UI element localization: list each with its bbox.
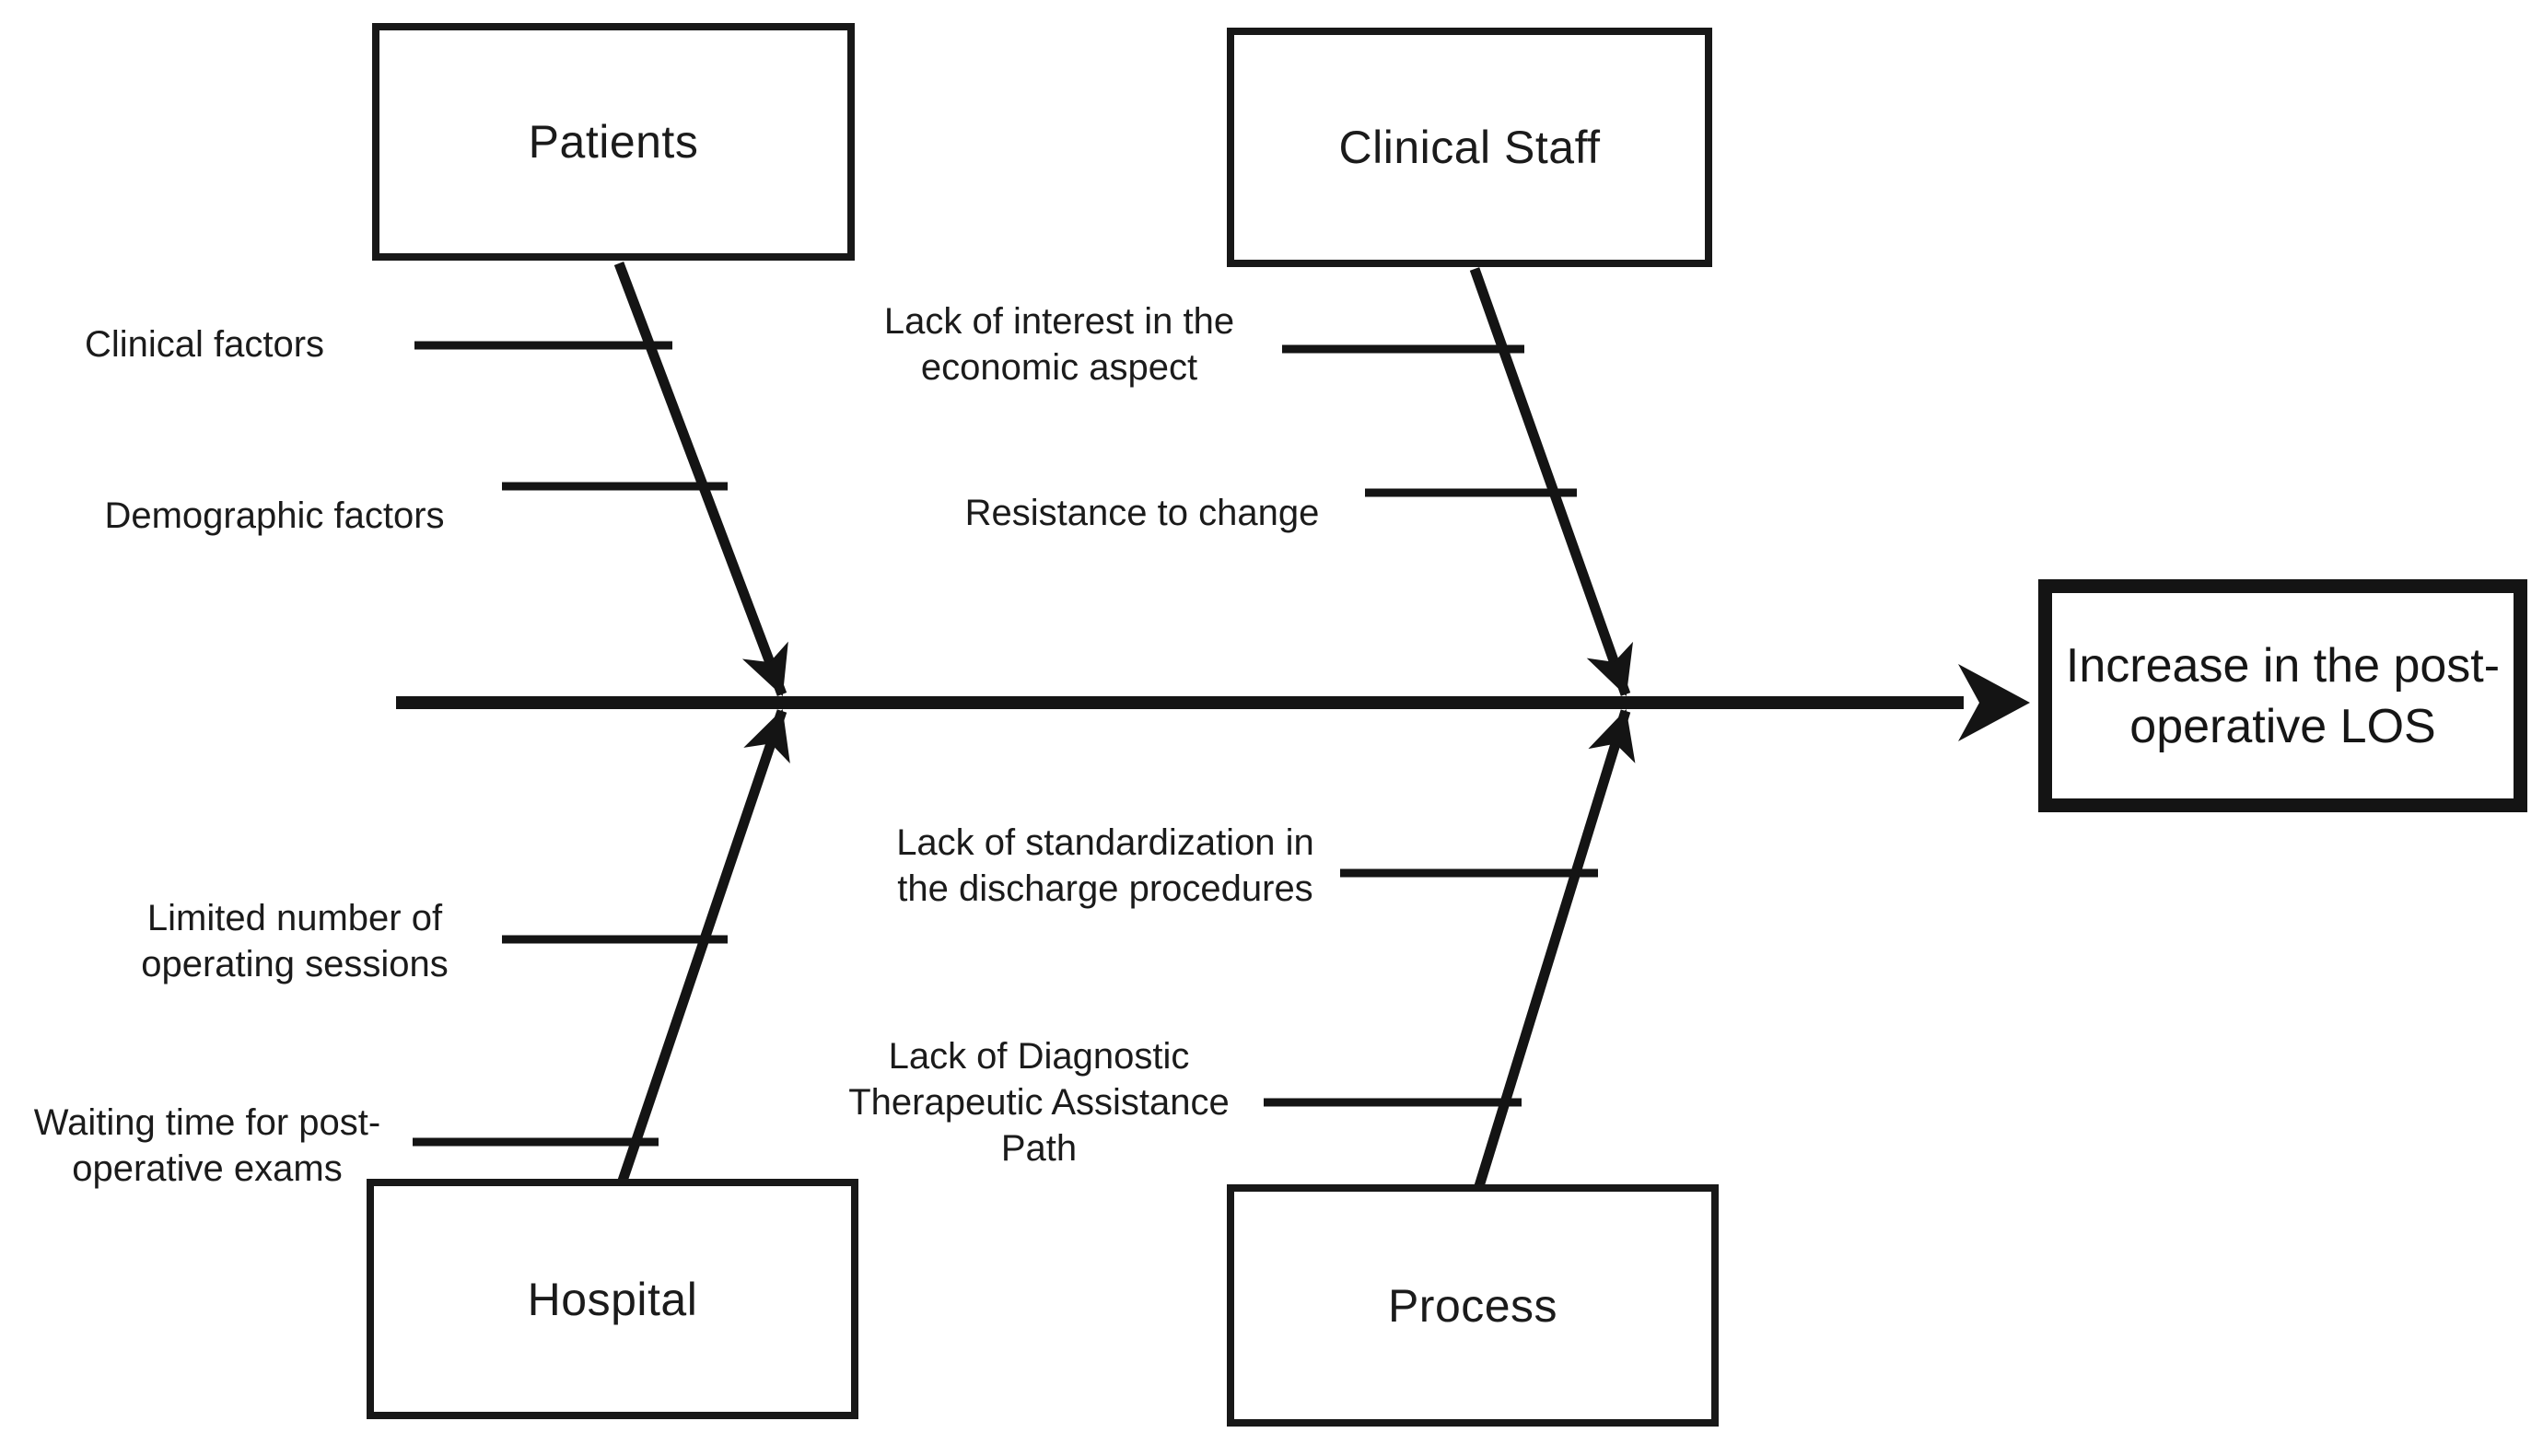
category-label-clinical-staff: Clinical Staff [1338, 122, 1601, 173]
cause-label-lack-of-interest: Lack of interest in the economic aspect [883, 301, 1235, 388]
category-box-process: Process [1227, 1184, 1719, 1427]
category-box-patients: Patients [372, 23, 855, 261]
bone-patients [613, 262, 788, 696]
category-box-hospital: Hospital [367, 1179, 858, 1419]
bone-hospital [617, 708, 790, 1182]
effect-label: Increase in the post- operative LOS [2065, 638, 2501, 753]
cause-label-lack-of-standardization: Lack of standardization in the discharge… [896, 822, 1314, 909]
cause-label-lack-of-diagnostic-path: Lack of Diagnostic Therapeutic Assistanc… [848, 1036, 1230, 1169]
cause-label-waiting-time-exams: Waiting time for post- operative exams [33, 1102, 381, 1189]
bone-process [1474, 708, 1636, 1188]
cause-label-demographic-factors: Demographic factors [104, 495, 445, 536]
spine-arrowhead-icon [1958, 664, 2030, 741]
cause-label-limited-operating-sessions: Limited number of operating sessions [141, 898, 449, 984]
category-label-patients: Patients [528, 116, 699, 168]
cause-label-resistance-to-change: Resistance to change [964, 493, 1320, 533]
cause-label-clinical-factors: Clinical factors [84, 324, 325, 365]
effect-box: Increase in the post- operative LOS [2038, 579, 2527, 812]
bone-clinical-staff [1469, 267, 1634, 697]
category-box-clinical-staff: Clinical Staff [1227, 28, 1712, 267]
category-label-process: Process [1387, 1279, 1558, 1332]
category-label-hospital: Hospital [527, 1273, 698, 1325]
